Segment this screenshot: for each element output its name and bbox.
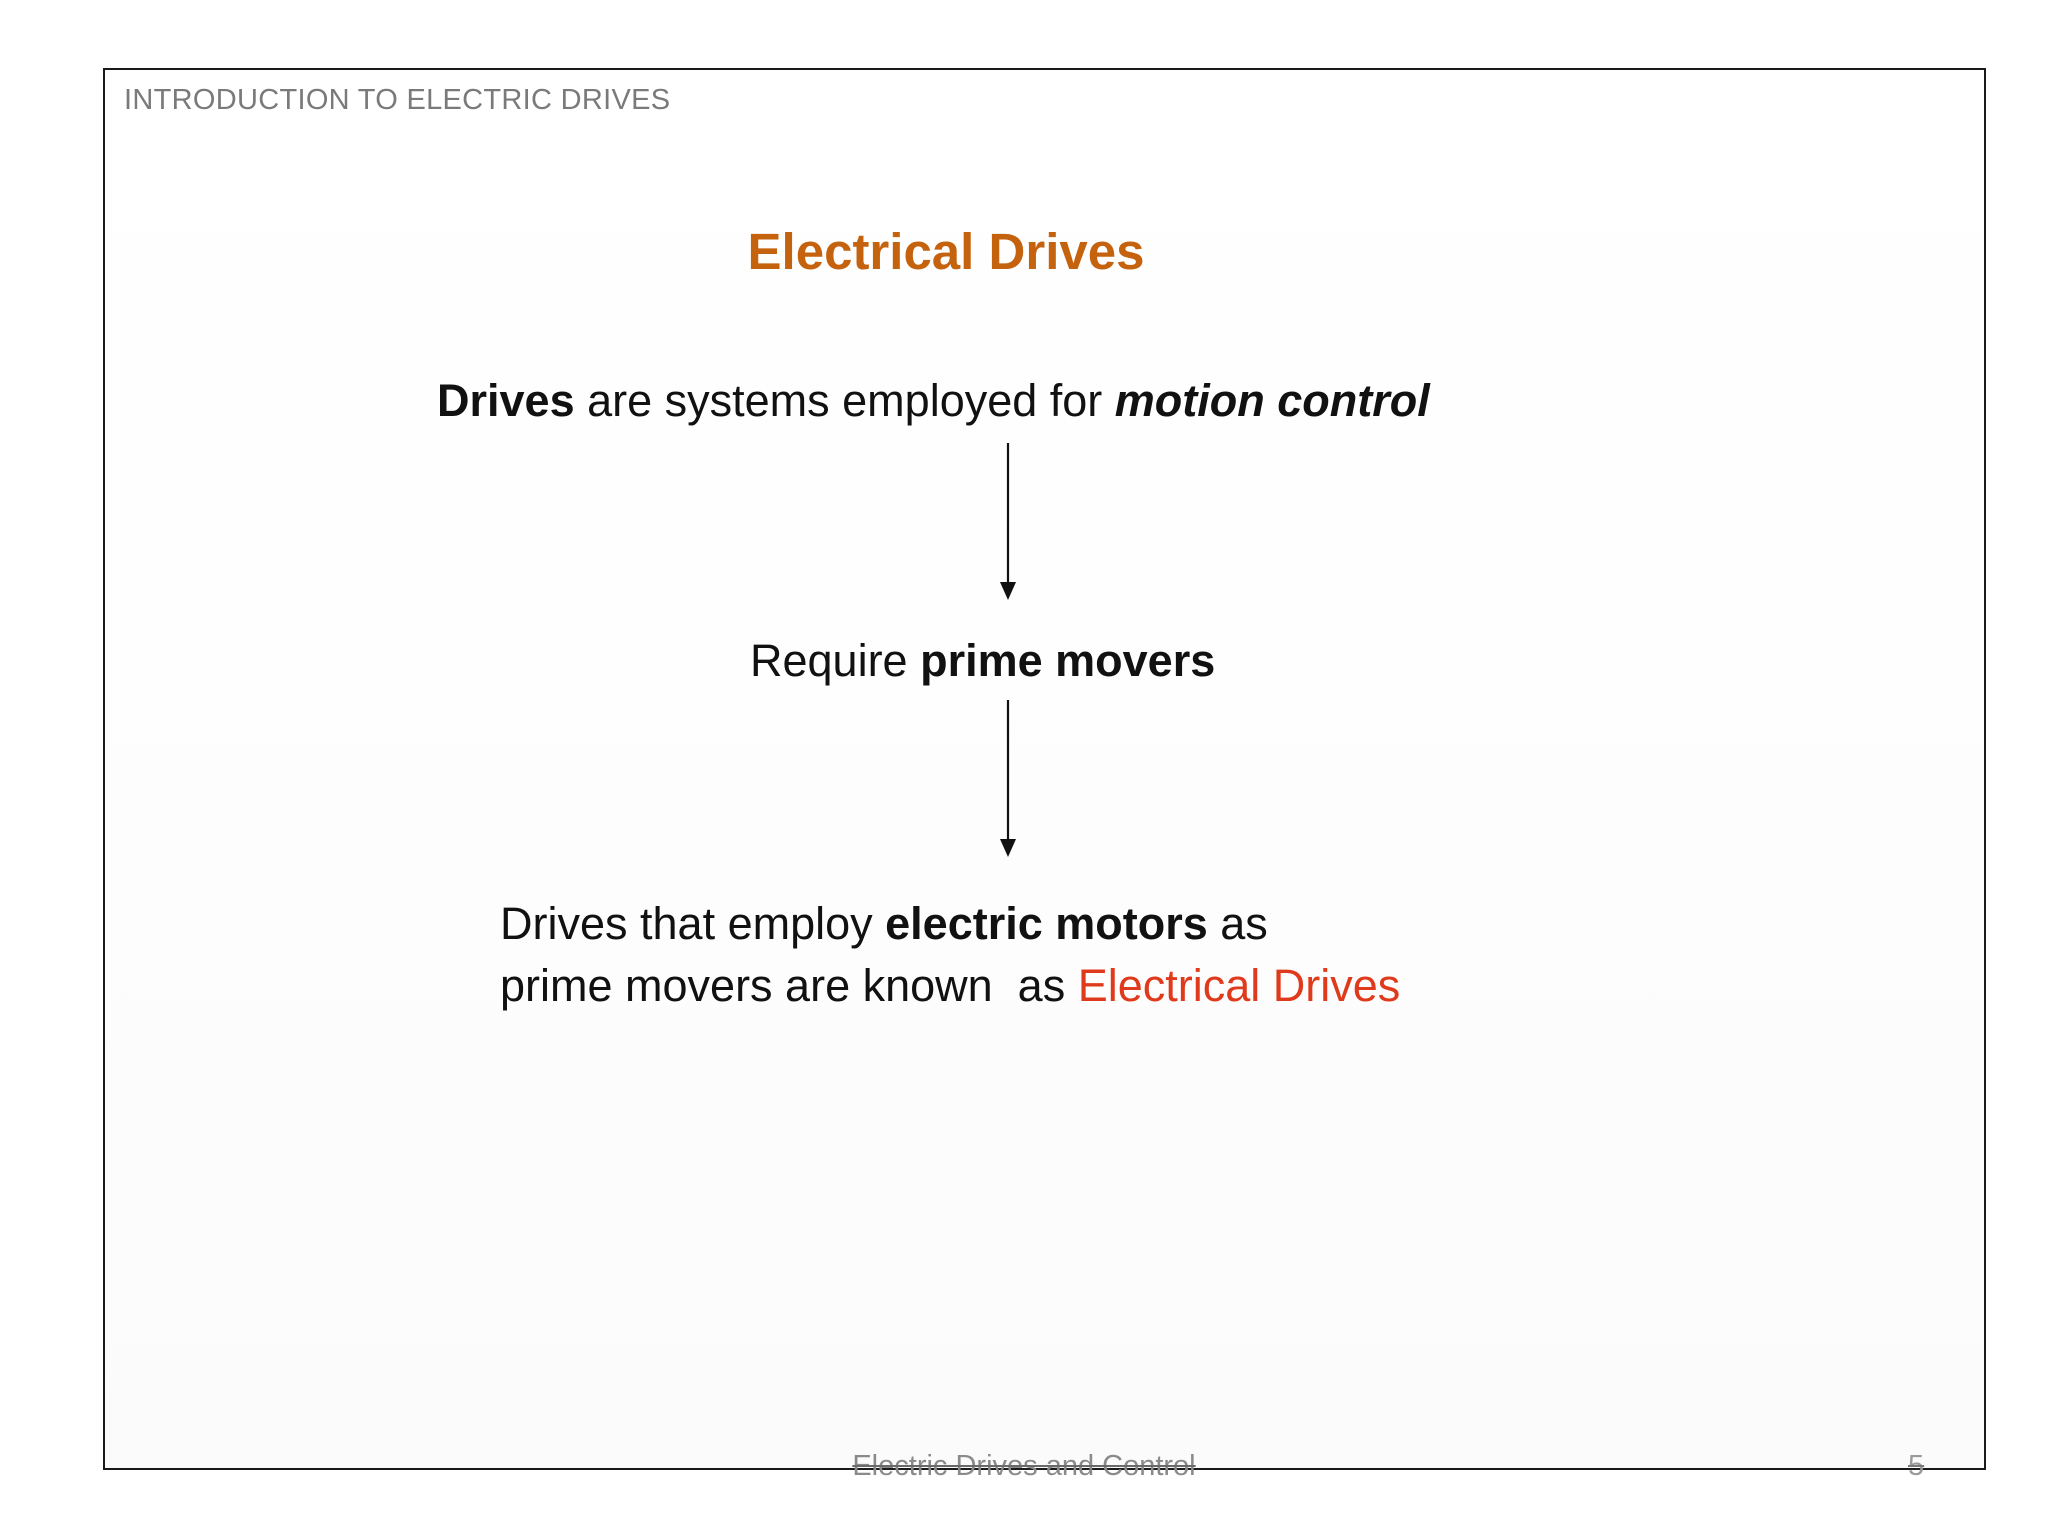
footer-title: Electric Drives and Control [0, 1450, 2048, 1483]
statement-1-middle: are systems employed for [574, 375, 1115, 426]
slide-frame [103, 68, 1986, 1470]
slide-title: Electrical Drives [747, 223, 1145, 280]
statement-2-lead: Require [750, 635, 921, 686]
statement-3-line1-bold: electric motors [885, 898, 1208, 949]
down-arrow-2 [1000, 700, 1016, 857]
section-header: INTRODUCTION TO ELECTRIC DRIVES [124, 84, 671, 116]
statement-3-line2-highlight: Electrical Drives [1077, 960, 1401, 1011]
statement-3-line1-tail: as [1207, 898, 1268, 949]
statement-drives-motion-control: Drives are systems employed for motion c… [437, 375, 1430, 427]
statement-electric-motors-line-2: prime movers are known as Electrical Dri… [500, 960, 1400, 1012]
statement-1-bold-lead: Drives [437, 375, 575, 426]
statement-prime-movers: Require prime movers [750, 635, 1215, 687]
down-arrow-1 [1000, 443, 1016, 600]
statement-2-bold: prime movers [920, 635, 1216, 686]
statement-3-line1-lead: Drives that employ [500, 898, 886, 949]
statement-3-line2-lead: prime movers are known as [500, 960, 1078, 1011]
statement-1-emphasis: motion control [1114, 375, 1430, 426]
statement-electric-motors-line-1: Drives that employ electric motors as [500, 898, 1268, 950]
page-number: 5 [1908, 1450, 1925, 1482]
footer-title-text: Electric Drives and Control [852, 1450, 1196, 1482]
